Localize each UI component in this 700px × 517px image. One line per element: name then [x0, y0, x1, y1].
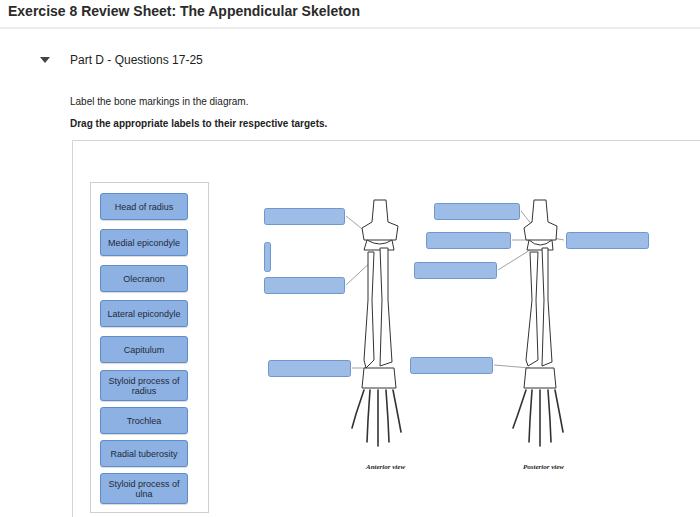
- label-tile: Styloid process of ulna: [100, 473, 188, 504]
- tile-label: Styloid process of ulna: [101, 477, 187, 501]
- label-tile: Styloid process of radius: [100, 370, 188, 401]
- tile-label: Lateral epicondyle: [104, 307, 183, 321]
- drop-targets: [265, 204, 649, 377]
- label-tile: Lateral epicondyle: [100, 300, 188, 327]
- label-tile: Radial tuberosity: [100, 440, 188, 467]
- view-caption: Anterior view: [366, 463, 405, 471]
- anterior-forearm-bones: [362, 200, 398, 388]
- label-tile: Olecranon: [100, 265, 188, 292]
- tile-label: Styloid process of radius: [101, 374, 187, 398]
- collapse-chevron: [40, 57, 50, 63]
- instruction-text: Drag the appropriate labels to their res…: [70, 118, 327, 129]
- posterior-forearm-bones: [524, 200, 557, 388]
- label-tile: Head of radius: [100, 193, 188, 220]
- label-bank: [91, 183, 209, 513]
- view-caption: Posterior view: [523, 463, 564, 471]
- instruction-text: Label the bone markings in the diagram.: [70, 96, 248, 107]
- label-tile: Medial epicondyle: [100, 229, 188, 256]
- tile-label: Medial epicondyle: [105, 236, 183, 250]
- section-heading: Part D - Questions 17-25: [70, 53, 203, 67]
- tile-label: Radial tuberosity: [107, 447, 180, 461]
- sheet-title: Exercise 8 Review Sheet: The Appendicula…: [8, 3, 360, 19]
- tile-label: Olecranon: [120, 272, 168, 286]
- drag-panel: [73, 141, 700, 517]
- tile-label: Head of radius: [112, 200, 177, 214]
- tile-label: Capitulum: [121, 343, 168, 357]
- header-rule: [0, 28, 700, 29]
- posterior-hand-bones: [513, 390, 563, 446]
- label-tile: Trochlea: [100, 407, 188, 434]
- label-tile: Capitulum: [100, 336, 188, 363]
- tile-label: Trochlea: [124, 414, 165, 428]
- anterior-hand-bones: [352, 390, 401, 446]
